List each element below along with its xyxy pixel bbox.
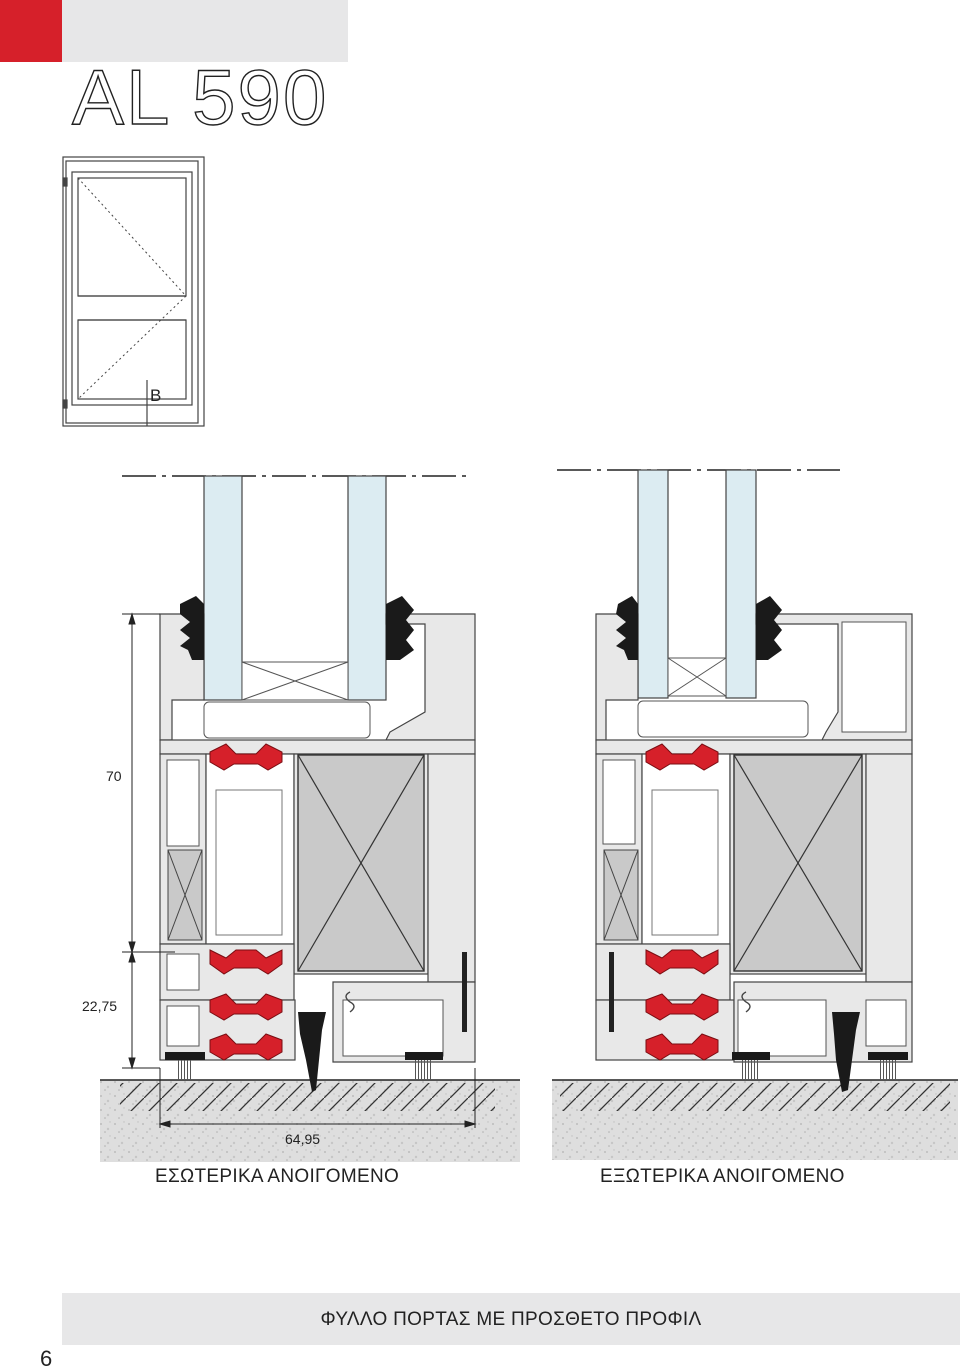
door-seal-brush xyxy=(298,1012,326,1092)
glass-pane xyxy=(725,469,757,699)
section-caption-outward: ΕΞΩΤΕΡΙΚΑ ΑΝΟΙΓΟΜΕΝΟ xyxy=(600,1166,845,1187)
page-number: 6 xyxy=(40,1346,53,1371)
glass-pane xyxy=(637,469,669,699)
dimension-label-upper: 70 xyxy=(106,768,122,784)
glass-pane xyxy=(347,475,387,701)
page-title: AL 590 xyxy=(71,53,329,141)
footer-title: ΦΥΛΛΟ ΠΟΡΤΑΣ ΜΕ ΠΡΟΣΘΕΤΟ ΠΡΟΦΙΛ xyxy=(320,1309,702,1330)
section-caption-inward: ΕΣΩΤΕΡΙΚΑ ΑΝΟΙΓΟΜΕΝΟ xyxy=(155,1166,400,1187)
dimension-lines xyxy=(122,612,477,1128)
thermal-break-strips xyxy=(645,743,719,1061)
section-outward-opening xyxy=(552,469,958,1160)
door-seal-brush xyxy=(832,1012,860,1092)
technical-drawing: B xyxy=(62,156,958,1162)
section-marker: B xyxy=(150,386,161,405)
section-inward-opening: 70 22,75 64,95 xyxy=(82,475,520,1162)
dimension-label-width: 64,95 xyxy=(285,1131,320,1147)
header-accent-block xyxy=(0,0,62,62)
glazing-gaskets xyxy=(616,596,860,1092)
glazing-gaskets xyxy=(180,596,414,1092)
glass-pane xyxy=(203,475,243,701)
header-band xyxy=(62,0,348,62)
thermal-break-strips xyxy=(209,743,283,1061)
footer-band xyxy=(62,1293,960,1345)
dimension-label-lower: 22,75 xyxy=(82,998,117,1014)
door-elevation xyxy=(62,156,205,427)
